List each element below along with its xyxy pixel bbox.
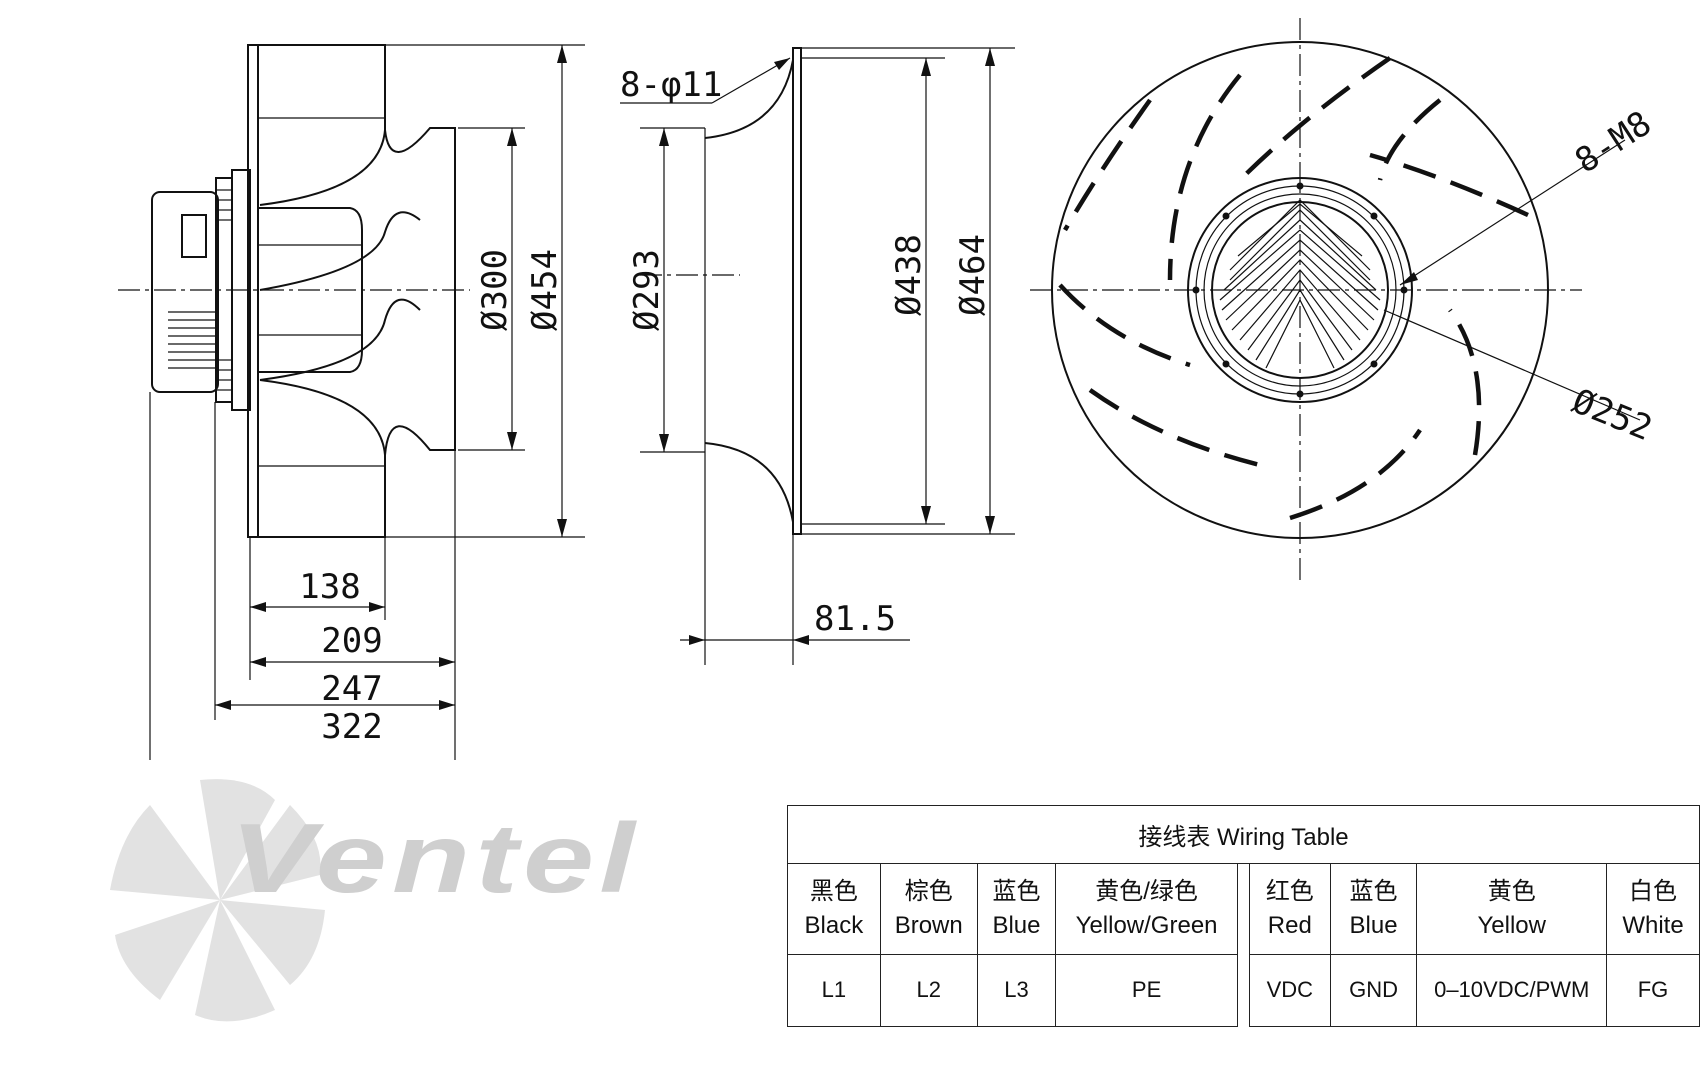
inlet-ring-view: Ø293 Ø438 Ø464 8-φ11 81.5 (620, 47, 1015, 665)
signal-vdc: VDC (1248, 953, 1331, 1028)
front-view: 8-M8 Ø252 (1030, 18, 1659, 580)
dim-d464: Ø464 (953, 234, 993, 316)
signal-l1: L1 (787, 953, 881, 1028)
dim-d438: Ø438 (889, 234, 929, 316)
callout-d252: Ø252 (1567, 381, 1658, 449)
dim-322: 322 (321, 707, 382, 747)
impeller-shell (258, 44, 456, 538)
dim-247: 247 (321, 669, 382, 709)
watermark-text: Ventel (230, 803, 640, 913)
dim-138: 138 (299, 567, 360, 607)
dim-d293: Ø293 (627, 249, 667, 331)
signal-l2: L2 (879, 953, 978, 1028)
signal-l3: L3 (976, 953, 1057, 1028)
motor-grille (1211, 201, 1389, 379)
callout-8-phi11: 8-φ11 (620, 65, 722, 105)
hub-outer-ring (1187, 177, 1413, 403)
side-view: Ø300 Ø454 138 209 247 322 (118, 44, 585, 760)
dim-d454: Ø454 (525, 249, 565, 331)
inlet-ring-profile-top (704, 59, 794, 139)
ventel-watermark: Ventel (110, 779, 640, 1022)
fan-logo-icon (110, 779, 325, 1022)
mounting-holes (1192, 182, 1408, 398)
dim-81-5: 81.5 (814, 599, 896, 639)
impeller-backplate (247, 44, 259, 538)
signal-fg: FG (1606, 953, 1700, 1028)
motor-electronics-box (151, 191, 219, 393)
signal-0-10vdc-pwm: 0–10VDC/PWM (1416, 953, 1608, 1028)
callout-8-m8: 8-M8 (1568, 103, 1658, 181)
signal-pe: PE (1055, 953, 1238, 1028)
signal-gnd: GND (1329, 953, 1418, 1028)
dim-209: 209 (321, 621, 382, 661)
impeller-blades (1058, 56, 1529, 521)
table-separator (1236, 863, 1250, 1027)
grille-pattern (1219, 199, 1381, 369)
impeller-outline (1051, 41, 1549, 539)
inlet-ring-profile-bottom (704, 442, 794, 523)
inlet-ring-flange (792, 47, 802, 535)
wiring-table-title: 接线表 Wiring Table (787, 804, 1700, 865)
dim-d300: Ø300 (475, 249, 515, 331)
